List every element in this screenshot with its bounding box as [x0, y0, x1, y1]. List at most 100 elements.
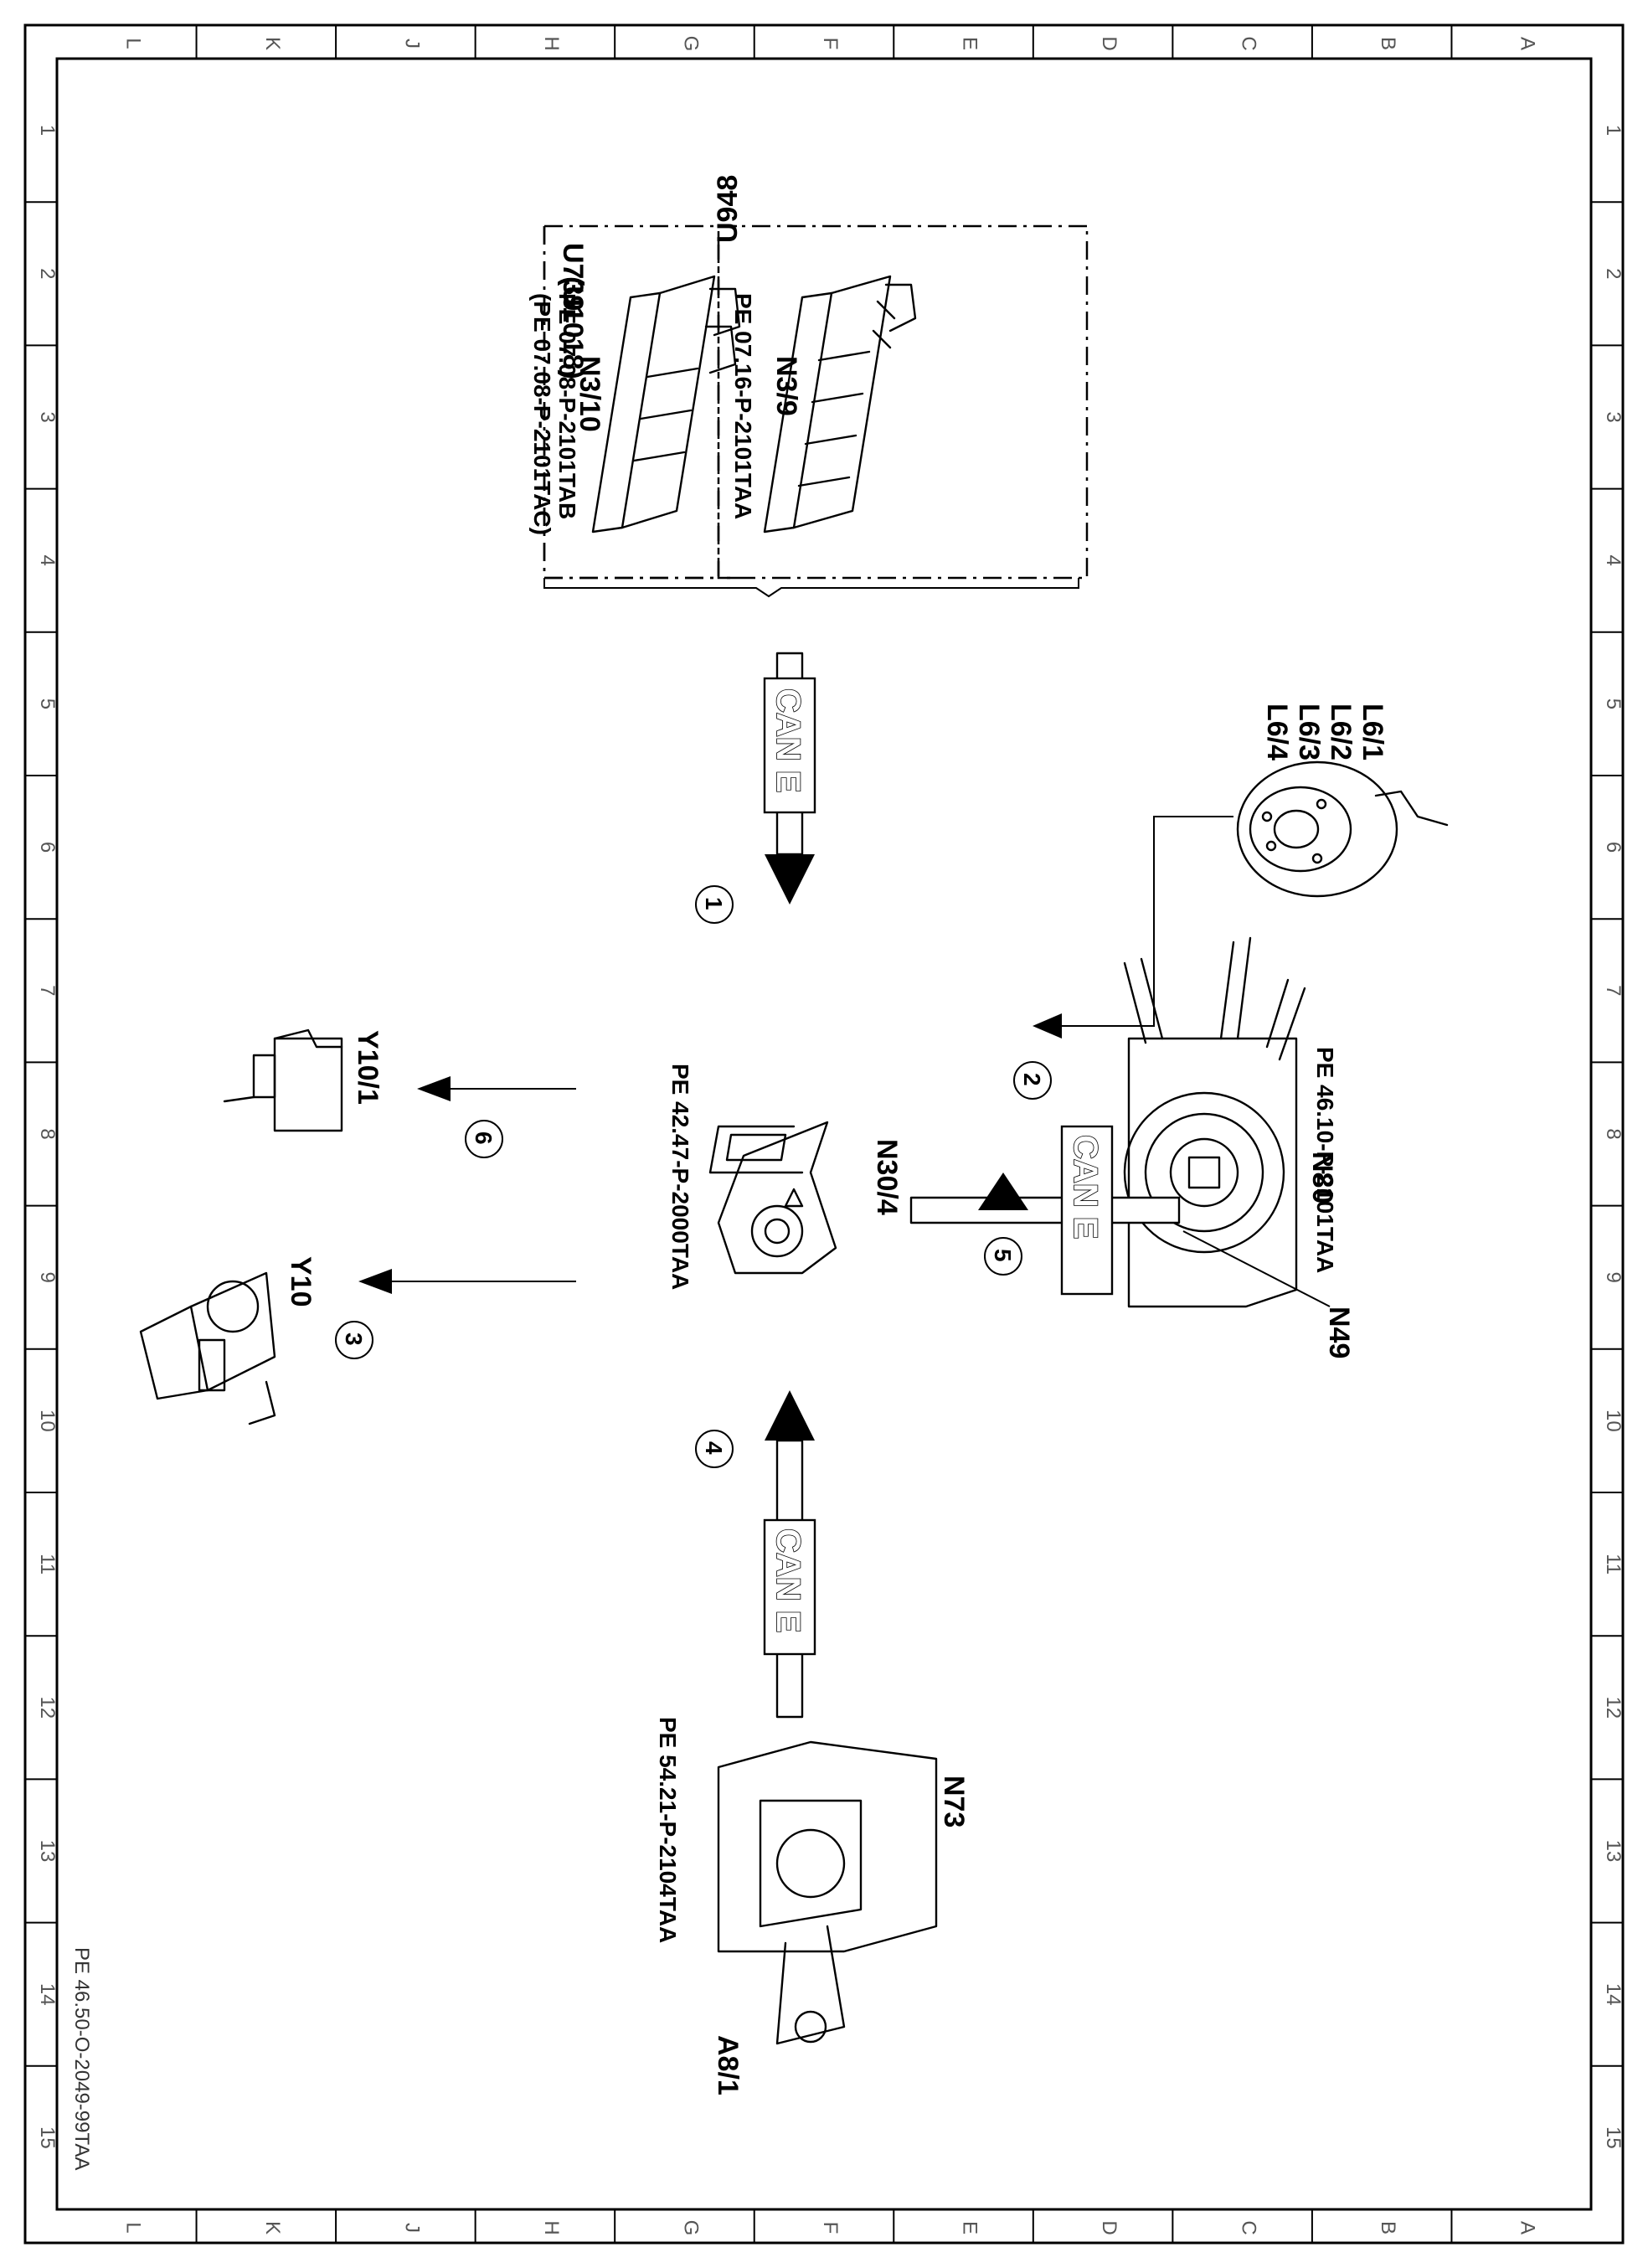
- grid-number-right: 1: [1602, 125, 1625, 136]
- n30-4-component: N30/4 PE 42.47-P-2000TAA: [667, 1064, 903, 1290]
- grid-number-left: 6: [36, 842, 59, 853]
- arrowhead-5: [978, 1173, 1028, 1210]
- u1018-label: (U1018): [557, 276, 589, 379]
- grid-letter-bottom: F: [819, 2222, 842, 2234]
- grid-number-left: 3: [36, 411, 59, 422]
- group-bracket: [543, 578, 1079, 598]
- grid-number-right: 15: [1602, 2126, 1625, 2149]
- l6-signal-line: [1062, 816, 1233, 1027]
- grid-number-right: 12: [1602, 1696, 1625, 1719]
- grid-letter-top: E: [959, 37, 981, 50]
- grid-letter-bottom: C: [1238, 2220, 1260, 2234]
- grid-number-right: 4: [1602, 555, 1625, 566]
- inner-frame: [55, 57, 1593, 2211]
- grid-letter-bottom: H: [540, 2220, 563, 2234]
- u739-label: U739: [557, 243, 589, 311]
- y10-1-label: Y10/1: [352, 1030, 384, 1105]
- step-6-number: 6: [471, 1131, 497, 1145]
- grid-number-left: 4: [36, 555, 59, 566]
- arrowhead-3: [358, 1269, 392, 1294]
- step-2-number: 2: [1019, 1073, 1045, 1086]
- n30-4-label: N30/4: [871, 1139, 903, 1215]
- grid-number-left: 7: [36, 985, 59, 996]
- rotated-content: U948 N3/9 PE 07.16-P-2101TAA U739 (U1018…: [139, 175, 1449, 2095]
- grid-letter-bottom: B: [1377, 2221, 1399, 2234]
- grid-number-right: 11: [1602, 1554, 1625, 1575]
- grid-number-left: 13: [36, 1840, 59, 1863]
- can-e-label-1: CAN E: [770, 688, 806, 792]
- can-e-box-1: [763, 677, 816, 814]
- control-unit-group: U948 N3/9 PE 07.16-P-2101TAA U739 (U1018…: [529, 175, 1089, 598]
- n80-ref: PE 46.10-P-2101TAA: [1312, 1047, 1338, 1273]
- n3-10-ref-2: (PE 07.08-P-2101TAC): [529, 293, 555, 535]
- grid-letter-bottom: K: [261, 2221, 284, 2234]
- y10-1-component: 6 Y10/1: [223, 1028, 576, 1158]
- can-e-arrow-1: CAN E 1: [695, 652, 816, 924]
- n73-ref: PE 54.21-P-2104TAA: [655, 1717, 681, 1943]
- grid-number-right: 2: [1602, 268, 1625, 279]
- y10-label: Y10: [285, 1256, 317, 1307]
- group-box-left: [717, 224, 1089, 580]
- n30-4-ref: PE 42.47-P-2000TAA: [667, 1064, 693, 1290]
- step-1-circle: [695, 885, 734, 924]
- l6-1-label: L6/1: [1357, 704, 1388, 760]
- grid-number-right: 13: [1602, 1840, 1625, 1863]
- grid-number-left: 14: [36, 1983, 59, 2006]
- l6-2-label: L6/2: [1325, 704, 1357, 760]
- grid-letter-top: F: [819, 38, 842, 50]
- arrowhead-4: [765, 1390, 815, 1441]
- grid-letter-bottom: G: [679, 2220, 702, 2236]
- n73-component: N73 PE 54.21-P-2104TAA A8/1 CAN E 4: [655, 1390, 970, 2095]
- outer-frame: [23, 23, 1625, 2245]
- grid-number-right: 8: [1602, 1128, 1625, 1139]
- step-5-number: 5: [990, 1249, 1016, 1262]
- n49-label: N49: [1323, 1307, 1355, 1358]
- arrowhead-6: [417, 1076, 451, 1101]
- grid-letter-bottom: J: [400, 2223, 423, 2233]
- can-e-label-5: CAN E: [1067, 1135, 1104, 1239]
- grid-letter-bottom: L: [121, 2222, 144, 2233]
- step-4-number: 4: [701, 1441, 727, 1455]
- grid-letter-top: A: [1517, 37, 1539, 50]
- grid-number-right: 10: [1602, 1410, 1625, 1432]
- grid-number-left: 10: [36, 1410, 59, 1432]
- grid-number-left: 5: [36, 698, 59, 709]
- step-4-circle: [695, 1430, 734, 1468]
- step-3-number: 3: [341, 1332, 367, 1346]
- grid-number-left: 15: [36, 2126, 59, 2149]
- grid-number-right: 14: [1602, 1983, 1625, 2006]
- y10-component: 3 Y10: [139, 1256, 576, 1425]
- can-e-box-5: [1060, 1125, 1114, 1296]
- grid-number-right: 5: [1602, 698, 1625, 709]
- n3-9-ecu-icon: [763, 275, 917, 533]
- grid-number-right: 3: [1602, 411, 1625, 422]
- n3-9-label: N3/9: [770, 356, 802, 416]
- grid-number-right: 7: [1602, 985, 1625, 996]
- grid-number-left: 8: [36, 1128, 59, 1139]
- u948-label: U948: [712, 175, 744, 243]
- grid-letter-top: G: [679, 36, 702, 52]
- step-6-circle: [465, 1120, 503, 1158]
- arrowhead-1: [765, 854, 815, 905]
- group-box-right-top: [543, 226, 720, 580]
- grid-number-left: 12: [36, 1696, 59, 1719]
- grid-letter-top: J: [400, 39, 423, 49]
- l6-4-label: L6/4: [1261, 704, 1293, 760]
- grid-letter-top: L: [121, 38, 144, 49]
- arrowhead-2: [1033, 1013, 1062, 1039]
- grid-number-left: 1: [36, 125, 59, 136]
- grid-letter-top: D: [1098, 36, 1120, 50]
- step-5-circle: [984, 1237, 1022, 1276]
- grid-letter-bottom: A: [1517, 2221, 1539, 2234]
- n49-pointer-line: [1182, 1230, 1331, 1307]
- grid-letter-top: C: [1238, 36, 1260, 50]
- grid-letter-top: H: [540, 36, 563, 50]
- a8-1-label: A8/1: [712, 2035, 744, 2095]
- l6-sensor-group: L6/1 L6/2 L6/3 L6/4 2: [1013, 704, 1449, 1100]
- can-e-box-4: [763, 1518, 816, 1656]
- grid-number-right: 9: [1602, 1272, 1625, 1283]
- document-id: PE 46.50-O-2049-99TAA: [70, 1947, 93, 2170]
- n3-10-label: N3/10: [574, 356, 605, 432]
